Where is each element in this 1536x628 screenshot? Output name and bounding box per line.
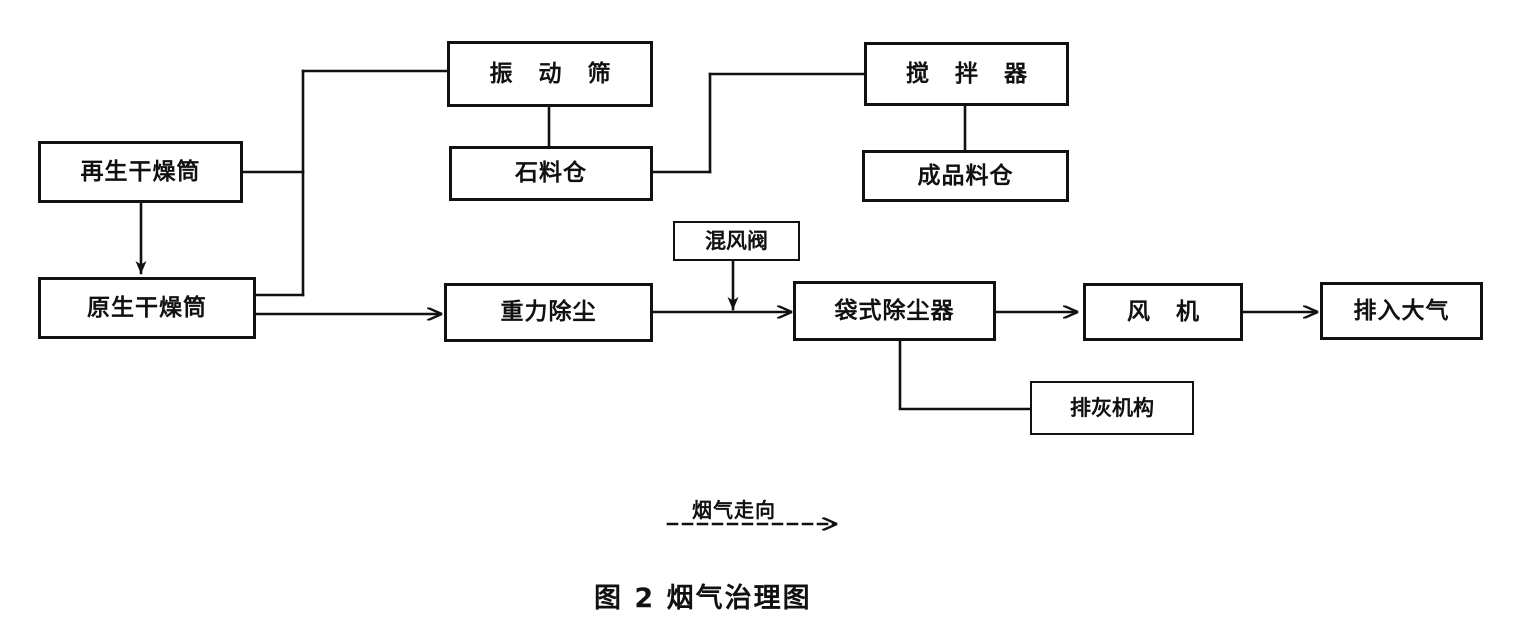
figure-caption: 图 2 烟气治理图	[594, 576, 812, 615]
legend-text: 烟气走向	[692, 498, 776, 522]
node-mixing-valve[interactable]: 混风阀	[673, 221, 800, 261]
legend-label: 烟气走向	[692, 494, 776, 523]
node-raw-dryer-label: 原生干燥筒	[87, 294, 207, 321]
node-product-silo[interactable]: 成品料仓	[862, 150, 1069, 202]
node-raw-dryer[interactable]: 原生干燥筒	[38, 277, 256, 339]
node-fan[interactable]: 风 机	[1083, 283, 1243, 341]
figure-caption-text: 图 2 烟气治理图	[594, 583, 812, 614]
node-gravity-dust-label: 重力除尘	[500, 299, 597, 325]
node-stone-silo-label: 石料仓	[515, 160, 587, 186]
node-fan-label: 风 机	[1126, 298, 1208, 325]
node-vibrating-screen-label: 振 动 筛	[489, 60, 620, 87]
node-exhaust[interactable]: 排入大气	[1320, 282, 1483, 340]
node-ash-discharge-label: 排灰机构	[1070, 395, 1154, 420]
node-mixer-label: 搅 拌 器	[905, 60, 1036, 87]
node-regen-dryer-label: 再生干燥筒	[80, 158, 201, 185]
node-bag-dust-collector-label: 袋式除尘器	[834, 297, 955, 324]
node-mixing-valve-label: 混风阀	[705, 228, 768, 253]
node-exhaust-label: 排入大气	[1353, 297, 1450, 324]
edge-bag-to-ash	[898, 339, 1032, 411]
node-gravity-dust[interactable]: 重力除尘	[444, 283, 653, 342]
node-regen-dryer[interactable]: 再生干燥筒	[38, 141, 243, 203]
node-stone-silo[interactable]: 石料仓	[449, 146, 653, 201]
node-vibrating-screen[interactable]: 振 动 筛	[447, 41, 653, 107]
node-bag-dust-collector[interactable]: 袋式除尘器	[793, 281, 996, 341]
node-mixer[interactable]: 搅 拌 器	[864, 42, 1069, 106]
node-product-silo-label: 成品料仓	[917, 162, 1014, 189]
node-ash-discharge[interactable]: 排灰机构	[1030, 381, 1194, 435]
